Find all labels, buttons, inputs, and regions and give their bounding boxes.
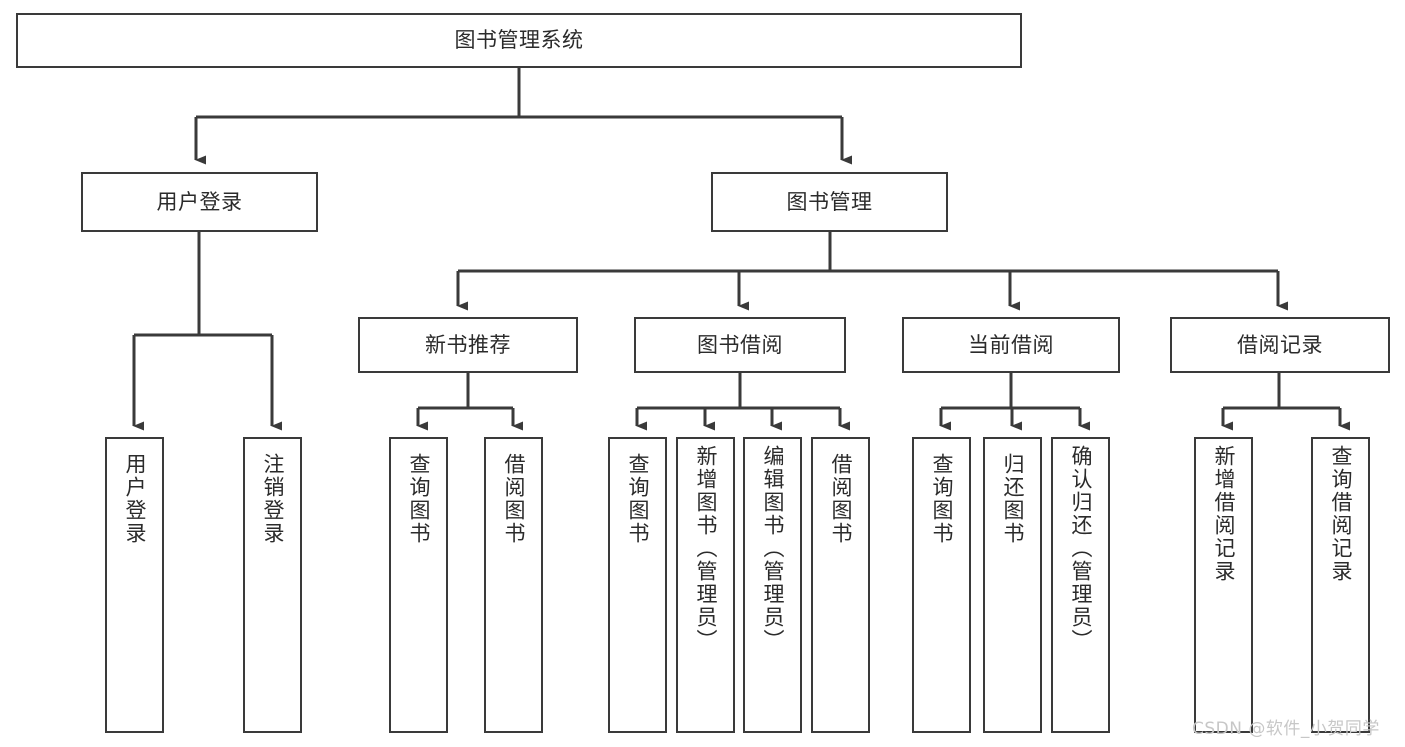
leaf-logout-label: 注销登录	[260, 453, 285, 545]
leaf-search-borrow-record-label: 查询借阅记录	[1328, 445, 1353, 583]
leaf-add-borrow-record[interactable]: 新增借阅记录	[1194, 437, 1253, 733]
leaf-search-borrow-record[interactable]: 查询借阅记录	[1311, 437, 1370, 733]
node-book-borrow-label: 图书借阅	[697, 332, 783, 357]
leaf-search-book-current-label: 查询图书	[929, 453, 954, 545]
leaf-confirm-return-admin[interactable]: 确认归还（管理员）	[1051, 437, 1110, 733]
node-book-borrow[interactable]: 图书借阅	[634, 317, 846, 373]
leaf-user-login-label: 用户登录	[122, 453, 147, 545]
leaf-add-book-admin[interactable]: 新增图书（管理员）	[676, 437, 735, 733]
node-book-management[interactable]: 图书管理	[711, 172, 948, 232]
node-new-book-recommend[interactable]: 新书推荐	[358, 317, 578, 373]
node-root-label: 图书管理系统	[454, 28, 584, 53]
leaf-search-book-recommend[interactable]: 查询图书	[389, 437, 448, 733]
leaf-logout[interactable]: 注销登录	[243, 437, 302, 733]
leaf-borrow-book-recommend-label: 借阅图书	[501, 453, 526, 545]
leaf-return-book[interactable]: 归还图书	[983, 437, 1042, 733]
leaf-search-book-borrow[interactable]: 查询图书	[608, 437, 667, 733]
node-borrow-record[interactable]: 借阅记录	[1170, 317, 1390, 373]
leaf-confirm-return-admin-label: 确认归还（管理员）	[1068, 445, 1093, 652]
leaf-borrow-book-recommend[interactable]: 借阅图书	[484, 437, 543, 733]
leaf-borrow-book-label: 借阅图书	[828, 453, 853, 545]
node-book-management-label: 图书管理	[786, 189, 873, 214]
leaf-search-book-recommend-label: 查询图书	[406, 453, 431, 545]
leaf-borrow-book[interactable]: 借阅图书	[811, 437, 870, 733]
leaf-search-book-current[interactable]: 查询图书	[912, 437, 971, 733]
csdn-watermark: CSDN @软件_小贺同学	[1192, 719, 1380, 739]
node-current-borrow[interactable]: 当前借阅	[902, 317, 1120, 373]
node-new-book-recommend-label: 新书推荐	[425, 332, 511, 357]
node-root[interactable]: 图书管理系统	[16, 13, 1022, 68]
node-user-login-label: 用户登录	[156, 189, 243, 214]
node-borrow-record-label: 借阅记录	[1237, 332, 1323, 357]
leaf-search-book-borrow-label: 查询图书	[625, 453, 650, 545]
leaf-add-book-admin-label: 新增图书（管理员）	[693, 445, 718, 652]
leaf-edit-book-admin[interactable]: 编辑图书（管理员）	[743, 437, 802, 733]
leaf-add-borrow-record-label: 新增借阅记录	[1211, 445, 1236, 583]
leaf-return-book-label: 归还图书	[1000, 453, 1025, 545]
node-current-borrow-label: 当前借阅	[968, 332, 1054, 357]
leaf-edit-book-admin-label: 编辑图书（管理员）	[760, 445, 785, 652]
node-user-login[interactable]: 用户登录	[81, 172, 318, 232]
leaf-user-login[interactable]: 用户登录	[105, 437, 164, 733]
